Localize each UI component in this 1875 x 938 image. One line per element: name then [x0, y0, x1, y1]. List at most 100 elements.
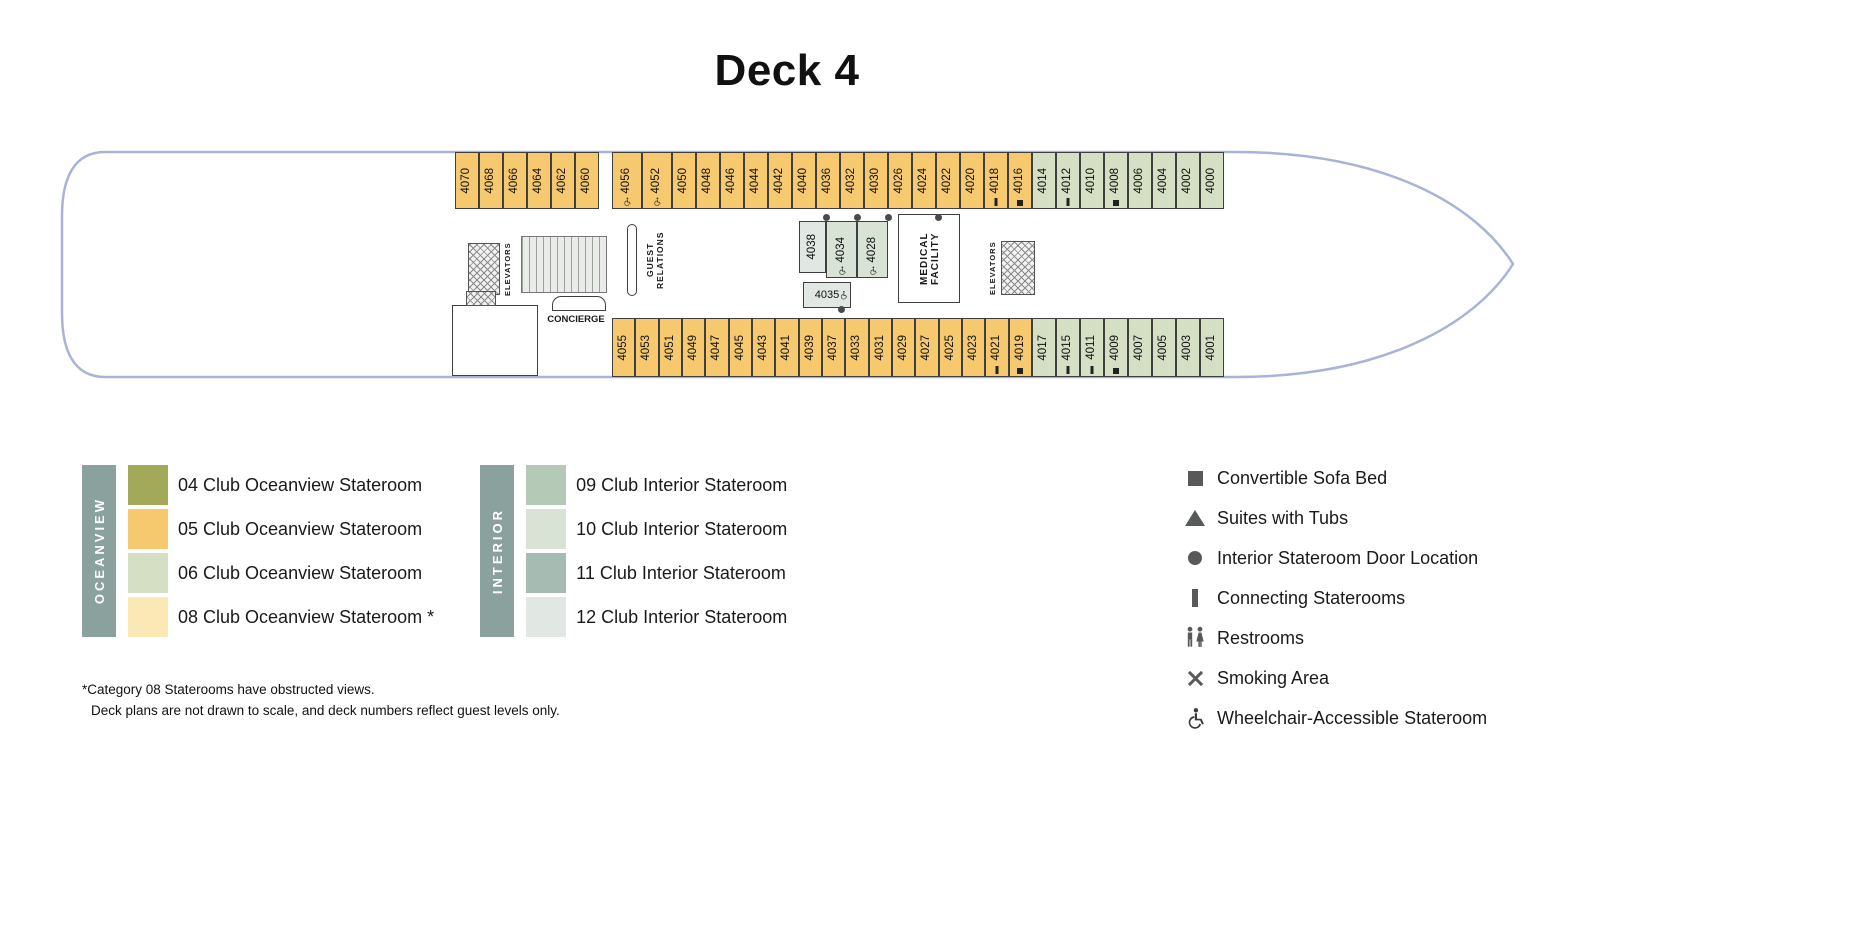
stateroom-number: 4008	[1109, 167, 1122, 194]
aft-room	[452, 305, 538, 376]
wheelchair-icon	[837, 266, 846, 275]
stateroom-number: 4045	[733, 334, 746, 361]
connecting-icon	[994, 198, 998, 206]
stateroom-4052: 4052	[642, 152, 672, 209]
sofa-bed-icon	[1113, 368, 1119, 374]
stateroom-number: 4034	[834, 236, 847, 263]
stateroom-number: 4040	[797, 167, 810, 194]
stateroom-4020: 4020	[960, 152, 984, 209]
footnote-obstructed-views: *Category 08 Staterooms have obstructed …	[82, 682, 375, 697]
stateroom-4021: 4021	[985, 318, 1009, 377]
triangle-icon	[1180, 510, 1210, 526]
stateroom-4068: 4068	[479, 152, 503, 209]
stateroom-4025: 4025	[938, 318, 962, 377]
stateroom-4017: 4017	[1032, 318, 1056, 377]
stateroom-number: 4020	[965, 167, 978, 194]
stateroom-number: 4046	[725, 167, 738, 194]
wheelchair-icon	[868, 266, 877, 275]
stateroom-4035: 4035	[803, 282, 851, 308]
stateroom-4024: 4024	[912, 152, 936, 209]
stateroom-4030: 4030	[864, 152, 888, 209]
legend-item: 09 Club Interior Stateroom	[526, 465, 787, 505]
legend-rows: 09 Club Interior Stateroom 10 Club Interi…	[526, 465, 787, 637]
deck-plan: ELEVATORS GUEST RELATIONS MEDICAL FACILI…	[0, 0, 1875, 460]
legend-item-label: 10 Club Interior Stateroom	[576, 518, 788, 539]
stateroom-4060: 4060	[575, 152, 599, 209]
legend-item: 12 Club Interior Stateroom	[526, 597, 787, 637]
symbol-label: Wheelchair-Accessible Stateroom	[1217, 707, 1488, 728]
symbol-label: Smoking Area	[1217, 667, 1330, 688]
stateroom-4014: 4014	[1032, 152, 1056, 209]
legend-group-interior: INTERIOR 09 Club Interior Stateroom 10 Clu…	[480, 465, 787, 637]
stateroom-number: 4018	[989, 167, 1002, 194]
stateroom-number: 4000	[1205, 167, 1218, 194]
stateroom-4002: 4002	[1176, 152, 1200, 209]
stateroom-number: 4004	[1157, 167, 1170, 194]
category-color-swatch	[526, 465, 567, 505]
connecting-icon	[995, 366, 999, 374]
stateroom-4056: 4056	[612, 152, 642, 209]
stateroom-number: 4002	[1181, 167, 1194, 194]
stateroom-4007: 4007	[1128, 318, 1152, 377]
stairs-atrium	[521, 236, 607, 293]
stateroom-4004: 4004	[1152, 152, 1176, 209]
stateroom-4044: 4044	[744, 152, 768, 209]
legend-item: 05 Club Oceanview Stateroom	[128, 509, 434, 549]
legend-item-label: 08 Club Oceanview Stateroom *	[178, 606, 435, 627]
stateroom-number: 4049	[686, 334, 699, 361]
stateroom-number: 4028	[865, 236, 878, 263]
stateroom-4055: 4055	[612, 318, 636, 377]
stateroom-number: 4053	[640, 334, 653, 361]
legend-item-label: 09 Club Interior Stateroom	[576, 474, 788, 495]
stateroom-number: 4011	[1085, 335, 1098, 360]
stateroom-number: 4006	[1133, 167, 1146, 194]
medical-facility-room	[898, 214, 960, 303]
stateroom-4066: 4066	[503, 152, 527, 209]
stateroom-4012: 4012	[1056, 152, 1080, 209]
stateroom-number: 4060	[580, 167, 593, 194]
category-band-label: OCEANVIEW	[91, 497, 107, 605]
stateroom-door-dot	[884, 213, 892, 221]
category-color-swatch	[128, 553, 168, 593]
stateroom-4019: 4019	[1008, 318, 1032, 377]
connecting-icon	[1066, 366, 1070, 374]
stateroom-number: 4042	[773, 167, 786, 194]
concierge-desk	[552, 296, 606, 311]
stateroom-4026: 4026	[888, 152, 912, 209]
stateroom-4016: 4016	[1008, 152, 1032, 209]
stateroom-4023: 4023	[961, 318, 986, 377]
legend-item: 11 Club Interior Stateroom	[526, 553, 787, 593]
elevators-right-label: ELEVATORS	[988, 241, 997, 295]
symbol-legend-item: Suites with Tubs	[1180, 498, 1487, 538]
symbol-legend-item: Smoking Area	[1180, 658, 1487, 698]
stateroom-number: 4056	[620, 167, 633, 194]
stateroom-number: 4039	[803, 334, 816, 361]
legend-item-label: 11 Club Interior Stateroom	[576, 562, 786, 583]
legend-item: 06 Club Oceanview Stateroom	[128, 553, 434, 593]
stateroom-number: 4068	[484, 167, 497, 194]
stateroom-number: 4033	[850, 334, 863, 361]
stateroom-number: 4014	[1037, 167, 1050, 194]
stateroom-door-dot	[934, 213, 942, 221]
stateroom-4039: 4039	[798, 318, 822, 377]
smoking-icon	[1180, 669, 1210, 688]
stateroom-number: 4051	[663, 334, 676, 361]
connecting-icon	[1090, 366, 1094, 374]
stateroom-number: 4024	[917, 167, 930, 194]
stateroom-number: 4055	[616, 334, 629, 361]
stateroom-4022: 4022	[936, 152, 960, 209]
stateroom-number: 4015	[1061, 334, 1074, 361]
stateroom-4028: 4028	[857, 221, 888, 278]
category-color-swatch	[128, 465, 168, 505]
stateroom-number: 4007	[1133, 334, 1146, 361]
category-band-label: INTERIOR	[489, 507, 505, 595]
stateroom-4042: 4042	[768, 152, 792, 209]
stateroom-4003: 4003	[1176, 318, 1200, 377]
stateroom-4010: 4010	[1080, 152, 1104, 209]
wheelchair-icon	[1180, 707, 1210, 729]
stateroom-number: 4064	[532, 167, 545, 194]
stateroom-4038: 4038	[799, 221, 826, 273]
